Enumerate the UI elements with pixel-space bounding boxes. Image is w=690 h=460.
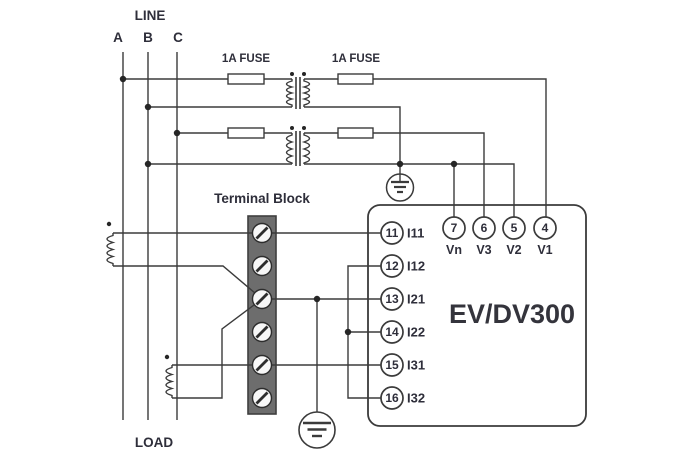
terminal-15: 15 I31: [380, 353, 425, 377]
fuse-label-right: 1A FUSE: [332, 53, 380, 65]
screw-slot: [255, 226, 269, 240]
terminal-label: V2: [506, 243, 521, 257]
wire-fuse1b-to-v1: [373, 78, 547, 217]
fuse-2b: [337, 127, 374, 139]
terminal-label: I22: [407, 325, 425, 340]
ground-icon-2: [298, 411, 336, 449]
device-name: EV/DV300: [449, 299, 575, 329]
phase-c-label: C: [173, 30, 183, 45]
screw-slot: [255, 292, 269, 306]
wire-common-to-v2: [304, 163, 515, 217]
ctc-coil: [165, 365, 175, 398]
device-left-terminals: 11 I11 12 I12 13 I21 14 I22 15 I31 16 I3…: [380, 221, 425, 410]
pt-transformer-1: [285, 72, 311, 109]
phase-lines: [122, 52, 178, 420]
terminal-block: [247, 215, 277, 415]
wire-ctc-return: [172, 298, 263, 399]
terminal-screw-1: [251, 222, 273, 244]
terminal-16: 16 I32: [380, 386, 425, 410]
terminal-13: 13 I21: [380, 287, 425, 311]
terminal-5: 5 V2: [502, 216, 526, 257]
screw-slot: [255, 259, 269, 273]
terminal-label: I11: [407, 226, 424, 241]
terminal-screw-5: [251, 354, 273, 376]
terminal-14: 14 I22: [380, 320, 425, 344]
terminal-number: 6: [481, 221, 488, 235]
junction-dot: [144, 103, 152, 111]
terminal-number: 13: [385, 292, 399, 306]
terminal-number: 11: [386, 226, 399, 240]
terminal-number: 12: [385, 259, 399, 273]
terminal-number: 4: [542, 221, 549, 235]
junction-dot: [396, 160, 404, 168]
screw-slot: [255, 325, 269, 339]
phase-b-label: B: [143, 30, 153, 45]
screw-slot: [255, 391, 269, 405]
terminal-number: 7: [451, 221, 458, 235]
junction-dot: [173, 129, 181, 137]
pt1-polarity-dot: [302, 72, 306, 76]
fuse-2a: [227, 127, 265, 139]
terminal-number: 14: [385, 325, 399, 339]
wire-fuse2b-to-v3: [373, 132, 485, 217]
current-wires: [113, 232, 381, 424]
pt2-polarity-dot: [290, 126, 294, 130]
device-top-terminals: 7 Vn 6 V3 5 V2 4 V1: [442, 216, 557, 257]
terminal-number: 16: [385, 391, 399, 405]
cta-coil: [106, 233, 116, 266]
terminal-block-screws: [251, 222, 273, 409]
wire-cta-return: [113, 265, 263, 300]
wire-pt1sec-to-common: [304, 106, 401, 164]
terminal-screw-4: [251, 321, 273, 343]
device-box: [367, 204, 587, 427]
terminal-number: 5: [511, 221, 518, 235]
terminal-7: 7 Vn: [442, 216, 466, 257]
ct-transformer-c: [164, 354, 175, 398]
fuses: [227, 73, 374, 139]
pt1-primary-coil: [285, 79, 295, 107]
terminal-label: Vn: [446, 243, 462, 257]
terminal-label: V3: [476, 243, 491, 257]
ctc-polarity-dot: [164, 354, 170, 360]
junction-dot: [144, 160, 152, 168]
terminal-4: 4 V1: [533, 216, 557, 257]
pt2-primary-coil: [285, 133, 295, 164]
fuse-1a: [227, 73, 265, 85]
voltage-wires: [123, 78, 547, 217]
pt-transformer-2: [285, 126, 311, 166]
junction-dot: [119, 75, 127, 83]
fuse-label-left: 1A FUSE: [222, 53, 270, 65]
terminal-block-label: Terminal Block: [214, 191, 310, 206]
junction-dot: [313, 295, 321, 303]
pt1-polarity-dot: [290, 72, 294, 76]
terminal-label: I31: [407, 358, 425, 373]
junction-dots: [119, 75, 458, 336]
ct-transformer-a: [106, 221, 116, 266]
cta-polarity-dot: [106, 221, 112, 227]
terminal-number: 15: [385, 358, 399, 372]
terminal-label: I12: [407, 259, 425, 274]
fuse-1b: [337, 73, 374, 85]
terminal-12: 12 I12: [380, 254, 425, 278]
pt2-secondary-coil: [301, 133, 311, 164]
phase-a-label: A: [113, 30, 123, 45]
terminal-label: I21: [407, 292, 425, 307]
line-label: LINE: [135, 8, 166, 23]
terminal-6: 6 V3: [472, 216, 496, 257]
screw-slot: [255, 358, 269, 372]
terminal-screw-2: [251, 255, 273, 277]
ground-icon-1: [385, 173, 415, 202]
terminal-label: I32: [407, 391, 425, 406]
load-label: LOAD: [135, 435, 173, 450]
pt2-polarity-dot: [302, 126, 306, 130]
pt1-secondary-coil: [301, 79, 311, 107]
terminal-screw-3: [251, 288, 273, 310]
terminal-label: V1: [537, 243, 552, 257]
junction-dot: [450, 160, 458, 168]
junction-dot: [344, 328, 352, 336]
terminal-screw-6: [251, 387, 273, 409]
terminal-11: 11 I11: [380, 221, 424, 245]
